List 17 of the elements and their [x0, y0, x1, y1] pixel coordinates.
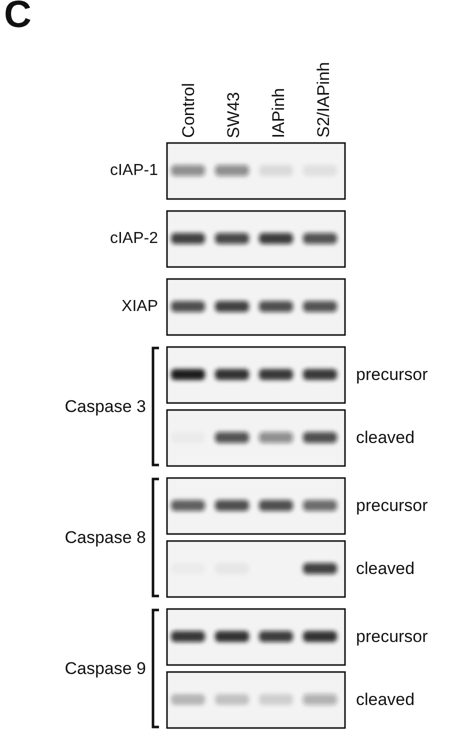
protein-label: cIAP-1: [110, 162, 159, 180]
lane-label: S2/IAPinh: [314, 62, 334, 138]
panel-letter: C: [4, 0, 32, 37]
protein-label: XIAP: [122, 298, 159, 316]
form-label: cleaved: [355, 690, 416, 710]
form-label: cleaved: [355, 428, 416, 448]
lane-label: IAPinh: [268, 88, 288, 138]
lane-label: SW43: [224, 92, 244, 138]
protein-label: Caspase 8: [64, 528, 147, 548]
protein-label: cIAP-2: [110, 230, 159, 248]
lane-label: Control: [178, 83, 198, 138]
protein-label: Caspase 9: [64, 658, 147, 678]
form-label: precursor: [355, 627, 429, 647]
form-label: precursor: [355, 365, 429, 385]
protein-label: Caspase 3: [64, 396, 147, 416]
form-label: cleaved: [355, 559, 416, 579]
form-label: precursor: [355, 496, 429, 516]
